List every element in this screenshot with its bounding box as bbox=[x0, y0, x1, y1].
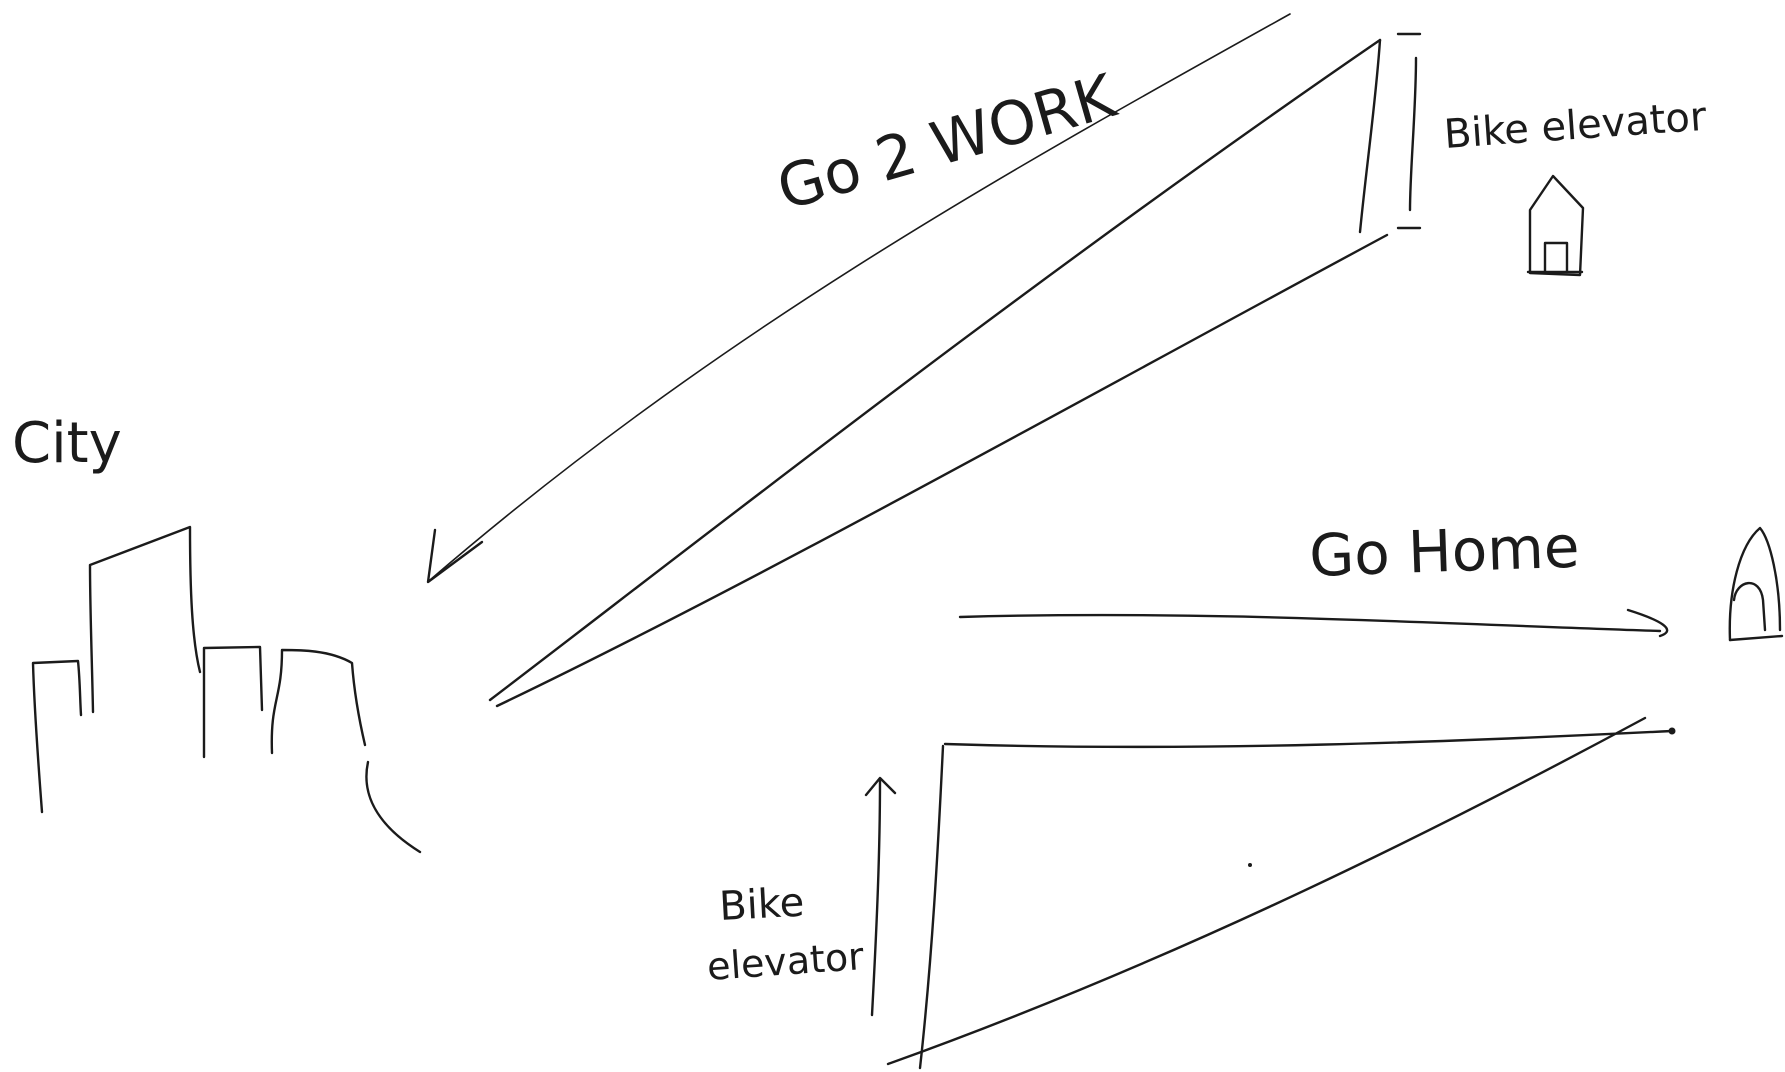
ramp-top-line bbox=[945, 731, 1672, 747]
ramp-diagonal-line bbox=[888, 718, 1645, 1064]
house-icon bbox=[1528, 176, 1583, 275]
bike-elevator-shaft-top bbox=[1360, 40, 1380, 232]
bike-elevator-shaft-bottom bbox=[920, 746, 943, 1068]
go-to-work-label: Go 2 WORK bbox=[770, 61, 1125, 224]
bike-elevator-up-arrow bbox=[866, 778, 895, 1015]
ramp-end-dot bbox=[1669, 728, 1676, 735]
house-icon bbox=[1730, 528, 1782, 640]
go-home-label: Go Home bbox=[1308, 513, 1580, 590]
go-to-work-arrow-line bbox=[430, 14, 1290, 580]
ramp-lower-line bbox=[497, 235, 1387, 706]
bike-elevator-bottom-label-line1: Bike bbox=[718, 880, 805, 930]
stray-ink-dot bbox=[1248, 863, 1252, 867]
bike-elevator-bracket-top bbox=[1398, 34, 1420, 228]
city-skyline-icon bbox=[33, 527, 420, 852]
city-label: City bbox=[12, 411, 122, 476]
bike-elevator-top-label: Bike elevator bbox=[1442, 94, 1708, 158]
go-home-route bbox=[866, 610, 1676, 1068]
go-home-arrow-head bbox=[1628, 610, 1667, 636]
go-home-arrow-line bbox=[960, 615, 1660, 631]
bike-elevator-bottom-label-line2: elevator bbox=[706, 934, 866, 989]
